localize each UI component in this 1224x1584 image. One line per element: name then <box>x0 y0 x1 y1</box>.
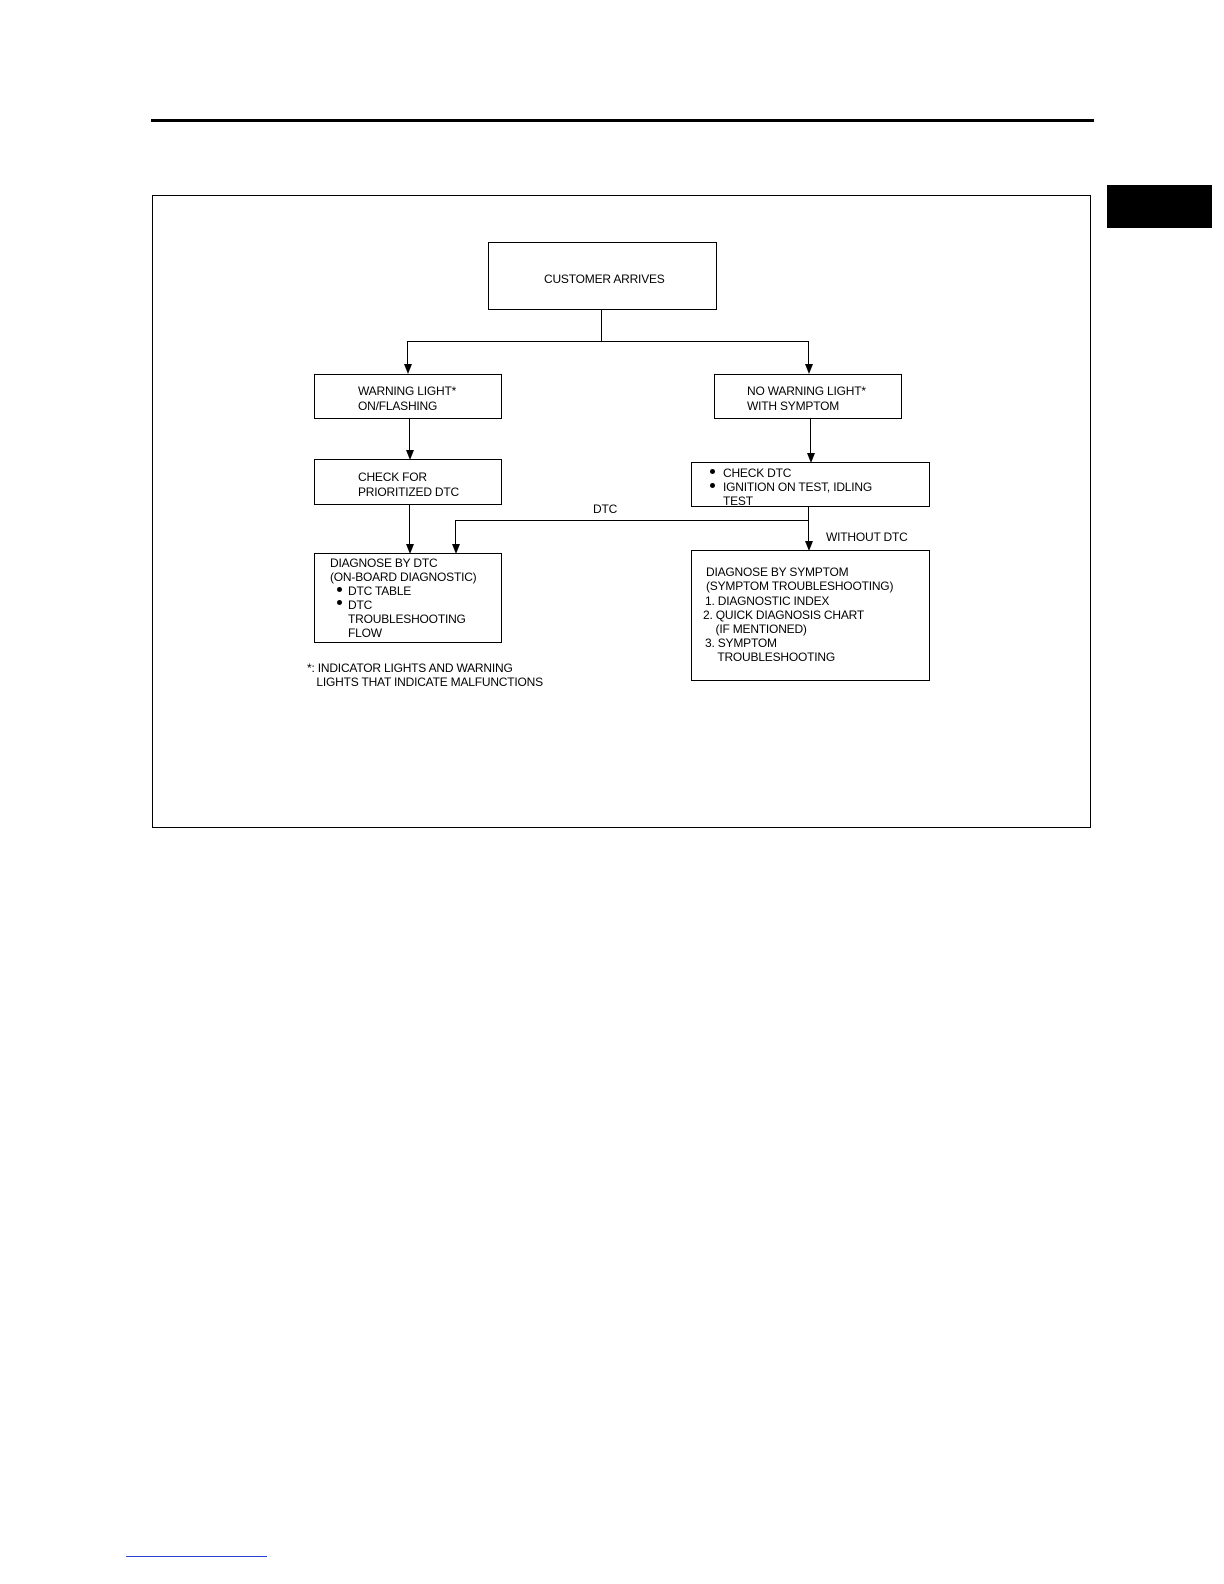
label-without-dtc: WITHOUT DTC <box>826 530 908 544</box>
connector-dtc-down <box>455 520 456 545</box>
bullet-icon <box>710 483 715 488</box>
node-warning-light-line1: WARNING LIGHT* <box>358 384 457 398</box>
connector-without-dtc <box>808 507 809 542</box>
node-warning-light-line2: ON/FLASHING <box>358 399 438 413</box>
node-check-dtc <box>691 462 930 507</box>
node-warning-light <box>314 374 502 419</box>
node-customer-arrives-label: CUSTOMER ARRIVES <box>544 272 665 286</box>
node-diagnose-by-symptom <box>691 550 930 681</box>
node-diagnose-symptom-title1: DIAGNOSE BY SYMPTOM <box>706 565 849 579</box>
connector-right-down <box>808 341 809 365</box>
node-diagnose-dtc-title1: DIAGNOSE BY DTC <box>330 556 438 570</box>
connector-warning-check <box>409 419 410 451</box>
node-no-warning-line2: WITH SYMPTOM <box>747 399 840 413</box>
node-check-prioritized-dtc <box>314 459 502 505</box>
arrow-to-diagnose-symptom <box>805 541 813 551</box>
arrow-to-diagnose-dtc <box>406 544 414 554</box>
node-no-warning-line1: NO WARNING LIGHT* <box>747 384 866 398</box>
bullet-icon <box>337 587 342 592</box>
arrow-to-warning <box>404 364 412 374</box>
connector-dtc-horizontal <box>455 520 809 521</box>
node-check-dtc-bullet2: IGNITION ON TEST, IDLING TEST <box>723 480 872 508</box>
node-diagnose-symptom-title2: (SYMPTOM TROUBLESHOOTING) <box>706 579 894 593</box>
node-diagnose-dtc-bullet1: DTC TABLE <box>348 584 412 598</box>
arrow-to-no-warning <box>805 364 813 374</box>
connector-start-down <box>601 310 602 341</box>
bullet-icon <box>337 600 342 605</box>
connector-check-diagnose <box>409 505 410 545</box>
node-check-prioritized-line2: PRIORITIZED DTC <box>358 485 459 499</box>
section-tab[interactable] <box>1107 185 1212 228</box>
footnote: *: INDICATOR LIGHTS AND WARNING LIGHTS T… <box>307 661 543 689</box>
node-diagnose-symptom-item2: 2. QUICK DIAGNOSIS CHART (IF MENTIONED) <box>703 608 865 636</box>
node-diagnose-symptom-item1: 1. DIAGNOSTIC INDEX <box>705 594 830 608</box>
connector-split <box>407 341 809 342</box>
arrow-to-check-dtc <box>807 453 815 463</box>
node-diagnose-by-dtc <box>314 553 502 643</box>
arrow-to-check-prioritized <box>406 450 414 460</box>
connector-left-down <box>407 341 408 365</box>
connector-no-warning-check <box>810 419 811 454</box>
header-rule <box>151 119 1094 122</box>
footer-link-underline[interactable] <box>126 1556 267 1557</box>
node-check-dtc-bullet1: CHECK DTC <box>723 466 792 480</box>
diagram-frame <box>152 195 1091 828</box>
node-diagnose-dtc-bullet2: DTC TROUBLESHOOTING FLOW <box>348 598 466 640</box>
node-check-prioritized-line1: CHECK FOR <box>358 470 427 484</box>
node-no-warning-light <box>714 374 902 419</box>
label-dtc: DTC <box>593 502 618 516</box>
node-diagnose-symptom-item3: 3. SYMPTOM TROUBLESHOOTING <box>705 636 835 664</box>
bullet-icon <box>710 469 715 474</box>
node-diagnose-dtc-title2: (ON-BOARD DIAGNOSTIC) <box>330 570 477 584</box>
node-customer-arrives <box>488 242 717 310</box>
arrow-dtc-to-diagnose <box>452 544 460 554</box>
